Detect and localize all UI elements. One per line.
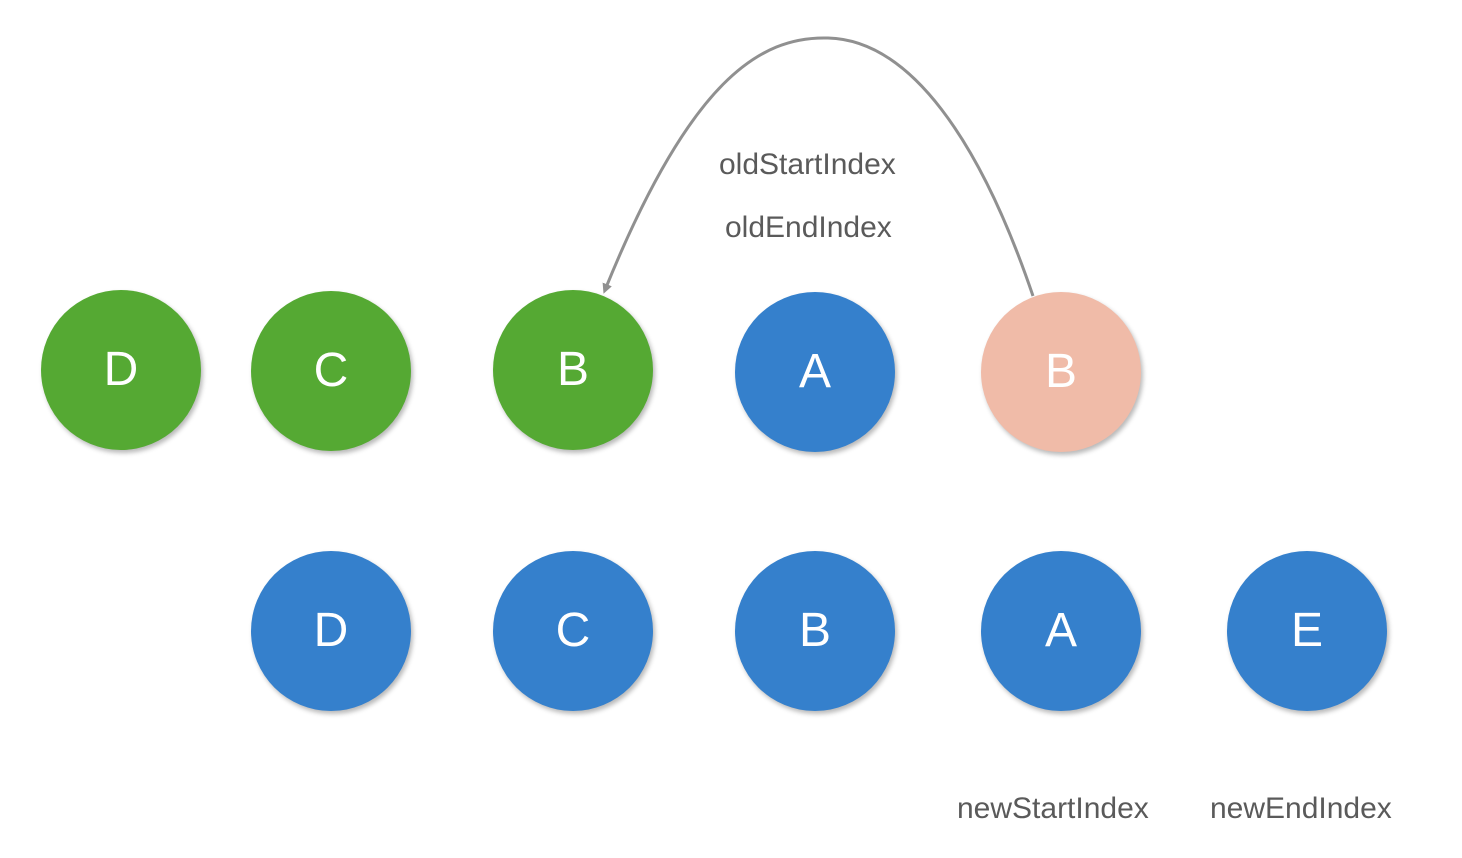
old-start-index-label: oldStartIndex [719, 148, 896, 181]
new-node-a: A [981, 551, 1141, 711]
old-node-c: C [251, 291, 411, 451]
old-node-a-label: A [798, 345, 831, 398]
new-node-d-label: D [313, 604, 349, 657]
new-start-index-label: newStartIndex [957, 792, 1149, 825]
new-node-a-label: A [1044, 604, 1077, 657]
old-node-d: D [41, 290, 201, 450]
old-node-d-label: D [103, 343, 139, 396]
old-node-b-label: B [556, 343, 589, 396]
new-end-index-label: newEndIndex [1210, 792, 1392, 825]
old-end-index-label: oldEndIndex [725, 211, 892, 244]
new-node-c: C [493, 551, 653, 711]
old-node-b-processed: B [493, 290, 653, 450]
new-node-d: D [251, 551, 411, 711]
new-node-b: B [735, 551, 895, 711]
old-node-a: A [735, 292, 895, 452]
old-node-b-moved-label: B [1044, 345, 1077, 398]
new-node-b-label: B [798, 604, 831, 657]
old-node-b-moved: B [981, 292, 1141, 452]
old-node-c-label: C [313, 344, 349, 397]
new-node-c-label: C [555, 604, 591, 657]
new-node-e-label: E [1290, 604, 1323, 657]
new-node-e: E [1227, 551, 1387, 711]
